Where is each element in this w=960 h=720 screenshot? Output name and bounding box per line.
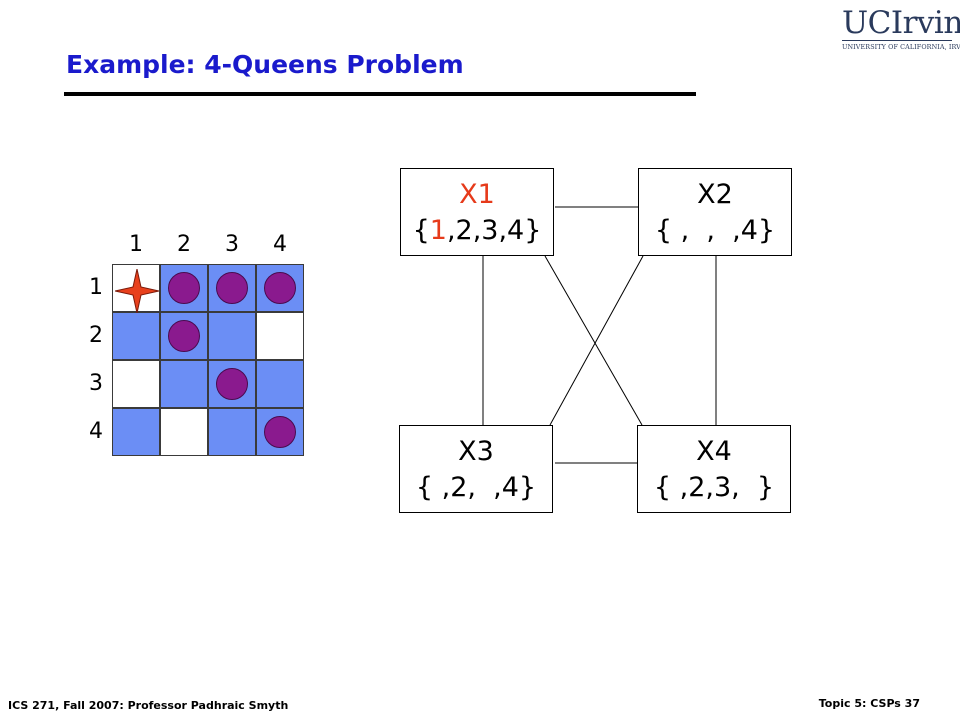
x4-domain: { ,2,3, } xyxy=(653,472,775,503)
queen-icon xyxy=(168,272,200,304)
x3-name: X3 xyxy=(458,436,494,467)
x1-name: X1 xyxy=(459,179,495,210)
cross-marker-icon xyxy=(115,269,159,313)
board-cell-r4-c3 xyxy=(208,408,256,456)
board-cell-r3-c2 xyxy=(160,360,208,408)
queen-icon xyxy=(216,368,248,400)
x1-domain-assigned: 1 xyxy=(429,215,447,246)
variable-node-x3: X3 { ,2, ,4} xyxy=(399,425,553,513)
queen-icon xyxy=(168,320,200,352)
x2-domain: { , , ,4} xyxy=(654,215,776,246)
row-label-1: 1 xyxy=(89,275,103,300)
edge-x2-x3 xyxy=(549,255,644,426)
row-label-2: 2 xyxy=(89,323,103,348)
board-cell-r3-c4 xyxy=(256,360,304,408)
x4-name: X4 xyxy=(696,436,732,467)
x2-name: X2 xyxy=(697,179,733,210)
logo-wordmark: UCIrvine xyxy=(842,5,960,41)
uci-logo: UCIrvine UNIVERSITY OF CALIFORNIA, IRVIN… xyxy=(842,5,960,51)
column-label-1: 1 xyxy=(129,232,143,257)
variable-node-x2: X2 { , , ,4} xyxy=(638,168,792,256)
x1-domain-rest: ,2,3,4} xyxy=(446,215,542,246)
board-cell-r3-c1 xyxy=(112,360,160,408)
queen-icon xyxy=(264,272,296,304)
row-label-4: 4 xyxy=(89,419,103,444)
x1-domain: {1,2,3,4} xyxy=(401,213,553,249)
variable-node-x4: X4 { ,2,3, } xyxy=(637,425,791,513)
edge-x1-x4 xyxy=(544,255,643,426)
board-cell-r4-c1 xyxy=(112,408,160,456)
variable-node-x1: X1 {1,2,3,4} xyxy=(400,168,554,256)
footer-course: ICS 271, Fall 2007: Professor Padhraic S… xyxy=(8,699,289,712)
logo-subtitle: UNIVERSITY OF CALIFORNIA, IRVINE xyxy=(842,40,960,51)
board-cell-r2-c3 xyxy=(208,312,256,360)
queen-icon xyxy=(264,416,296,448)
x3-domain: { ,2, ,4} xyxy=(415,472,537,503)
column-label-3: 3 xyxy=(225,232,239,257)
slide-title: Example: 4-Queens Problem xyxy=(66,50,464,79)
x1-domain-open: { xyxy=(412,215,430,246)
row-label-3: 3 xyxy=(89,371,103,396)
column-label-4: 4 xyxy=(273,232,287,257)
board-cell-r4-c2 xyxy=(160,408,208,456)
board-cell-r2-c4 xyxy=(256,312,304,360)
footer-page: Topic 5: CSPs 37 xyxy=(818,697,920,710)
board-cell-r2-c1 xyxy=(112,312,160,360)
queen-icon xyxy=(216,272,248,304)
column-label-2: 2 xyxy=(177,232,191,257)
title-underline xyxy=(64,92,696,96)
